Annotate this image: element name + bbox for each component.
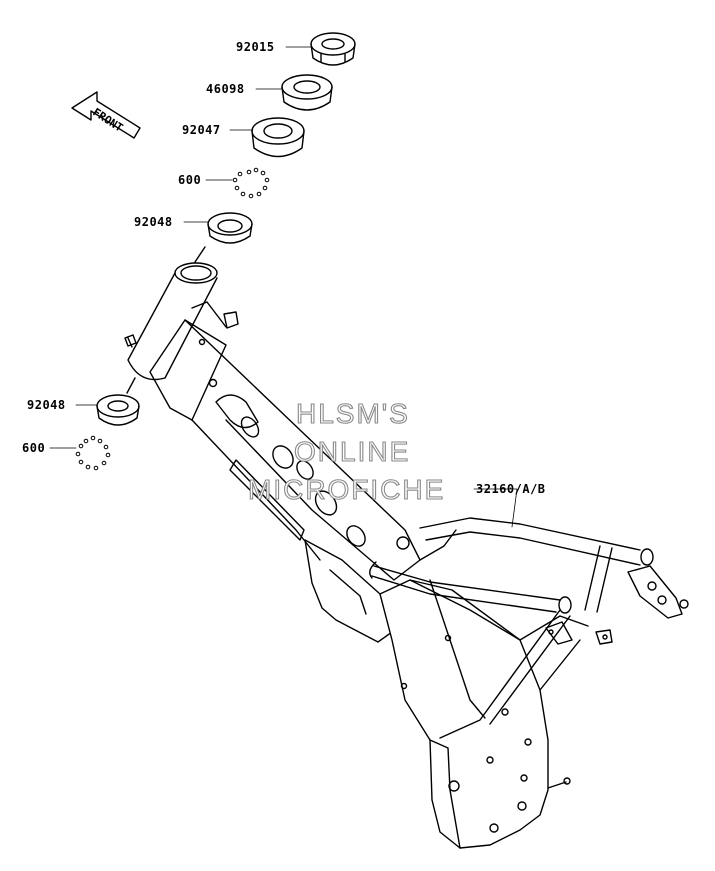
part-92048-lower-shape (96, 377, 140, 426)
watermark-line-3: MICROFICHE (247, 473, 446, 505)
part-label-600-upper[interactable]: 600 (178, 173, 202, 187)
part-label-92048-upper[interactable]: 92048 (134, 215, 173, 229)
part-92015-shape (310, 32, 356, 66)
part-46098-shape (281, 74, 333, 111)
leader-lines (49, 46, 518, 528)
part-label-32160[interactable]: 32160/A/B (476, 482, 546, 496)
part-92047-shape (251, 117, 305, 158)
part-92048-upper-shape (194, 212, 253, 263)
part-600-balls-lower (75, 435, 111, 471)
part-label-600-lower[interactable]: 600 (22, 441, 46, 455)
frame-32160-shape (124, 262, 689, 849)
part-label-92048-lower[interactable]: 92048 (27, 398, 66, 412)
part-label-46098[interactable]: 46098 (206, 82, 245, 96)
watermark-line-1: HLSM'S (295, 397, 410, 429)
part-label-92015[interactable]: 92015 (236, 40, 275, 54)
part-600-balls-upper (232, 167, 270, 199)
watermark-line-2: ONLINE (293, 435, 411, 467)
front-arrow-icon: FRONT (71, 91, 141, 139)
part-label-92047[interactable]: 92047 (182, 123, 221, 137)
